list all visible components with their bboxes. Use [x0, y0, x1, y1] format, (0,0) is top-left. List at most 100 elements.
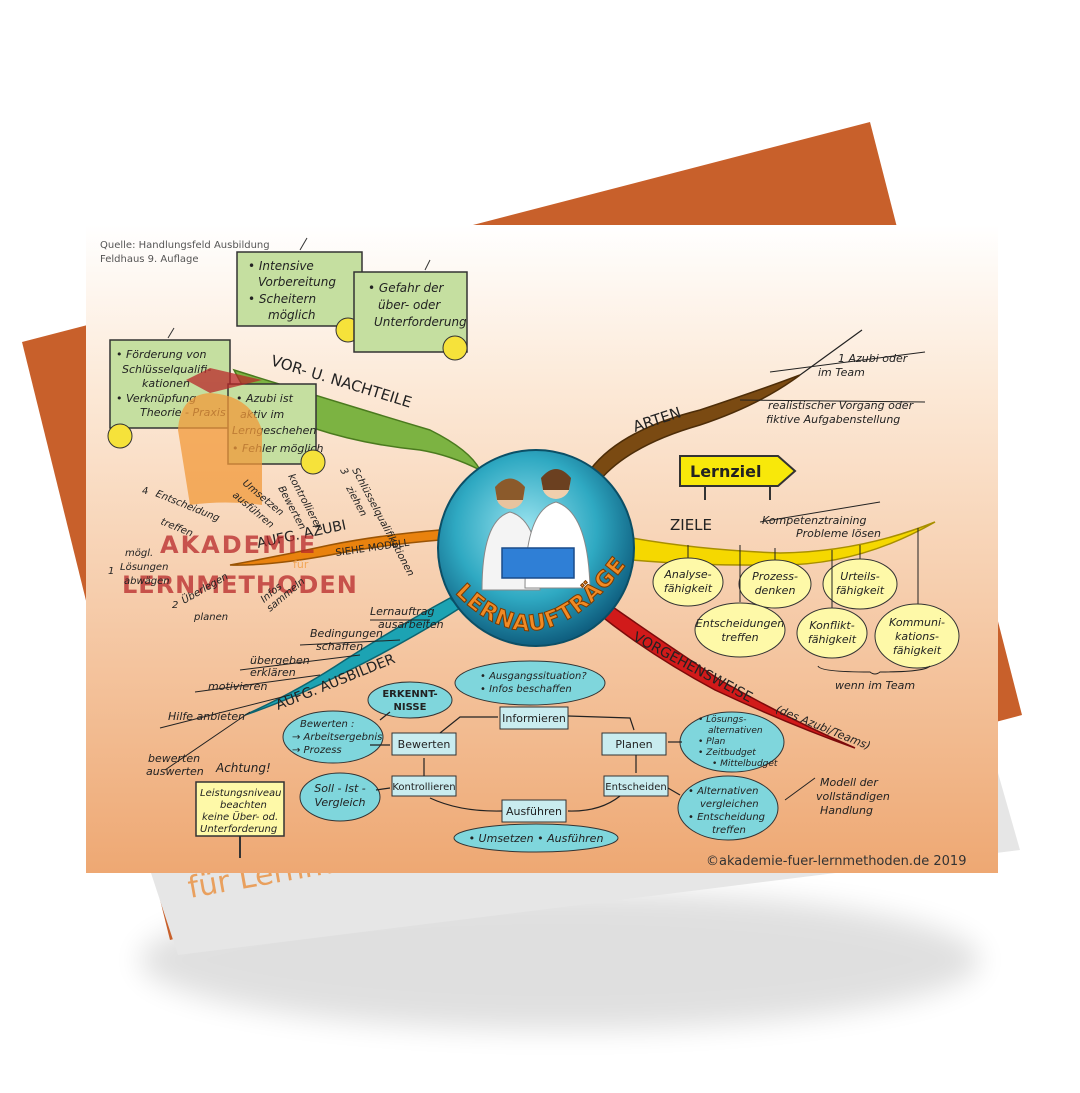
cloud-alternativen	[677, 775, 779, 841]
oval-entsch-l2: treffen	[721, 631, 758, 644]
azubi-s6b: planen	[193, 612, 228, 623]
watermark-line-1: AKADEMIE	[160, 531, 317, 559]
umsetzen-label: • Umsetzen • Ausführen	[469, 832, 604, 845]
cloud-soll-ist	[299, 772, 381, 822]
copyright: ©akademie-fuer-lernmethoden.de 2019	[706, 854, 966, 869]
loes-l2: alternativen	[708, 726, 763, 736]
bew-cloud-l1: Bewerten :	[300, 719, 354, 730]
oval-konflikt: Konflikt- fähigkeit	[796, 550, 868, 659]
ausb-hilfe: Hilfe anbieten	[168, 710, 245, 723]
watermark-logo: AKADEMIE für LERNMETHODEN	[122, 368, 357, 599]
note-g1-l1: • Intensive	[248, 259, 314, 273]
box-ausfuehren-label: Ausführen	[506, 805, 562, 818]
box-informieren	[499, 706, 569, 730]
azubi-s5b: Lösungen	[120, 562, 168, 573]
box-bewerten-label: Bewerten	[398, 738, 451, 751]
branch-ziele	[631, 521, 936, 566]
note-y1-l1: • Gefahr der	[368, 281, 445, 295]
ausgang-l2: • Infos beschaffen	[480, 684, 572, 695]
ziele-team: wenn im Team	[835, 679, 915, 692]
watermark-small: für	[293, 558, 309, 571]
azubi-num-3: 3	[337, 466, 350, 477]
oval-komm-l3: fähigkeit	[893, 644, 942, 657]
oval-urteils-l1: Urteils-	[840, 570, 879, 583]
oval-analyse-l2: fähigkeit	[664, 582, 713, 595]
note-g1-l3: • Scheitern	[248, 292, 316, 306]
ausb-schaffen: schaffen	[316, 640, 363, 653]
ausb-ausarbeiten: ausarbeiten	[378, 618, 444, 631]
source-line-2: Feldhaus 9. Auflage	[100, 254, 199, 265]
ausb-uebergeben: übergeben	[250, 654, 310, 667]
erkenntnisse-l1: ERKENNT-	[382, 689, 437, 700]
achtung-l2: beachten	[220, 800, 267, 811]
oval-komm-l2: kations-	[895, 630, 939, 643]
loes-l3: • Plan	[698, 737, 726, 747]
tablet-icon	[501, 547, 575, 579]
oval-analyse-l1: Analyse-	[663, 568, 711, 581]
achtung-l1: Leistungsniveau	[200, 788, 282, 799]
achtung-l3: keine Über- od.	[202, 810, 278, 823]
cloud-ausgang	[454, 660, 606, 706]
azubi-s5: mögl.	[125, 548, 153, 559]
azubi-s5c: abwägen	[124, 576, 170, 587]
note-g3-l1: • Azubi ist	[236, 392, 294, 405]
oval-prozess-l2: denken	[755, 584, 796, 597]
soll-ist-l2: Vergleich	[314, 796, 365, 809]
graduation-cap-icon	[186, 368, 262, 393]
oval-analyse: Analyse- fähigkeit	[652, 545, 724, 607]
ausb-bewerten: bewerten	[148, 752, 200, 765]
soll-ist-l1: Soll - Ist -	[314, 782, 366, 795]
alt-l2: vergleichen	[700, 799, 759, 810]
note-g2-l2: Schlüsselqualifi-	[122, 363, 211, 376]
model-diagram: • Ausgangssituation? • Infos beschaffen …	[282, 660, 890, 853]
note-g1-l2: Vorbereitung	[258, 275, 336, 289]
center-node: LERNAUFTRÄGE	[437, 449, 635, 647]
loes-l5: • Mittelbudget	[712, 759, 778, 769]
oval-konflikt-l2: fähigkeit	[808, 633, 857, 646]
arten-1b: im Team	[818, 366, 865, 379]
note-green-1: • Intensive Vorbereitung • Scheitern mög…	[236, 237, 363, 343]
box-entscheiden	[603, 775, 669, 797]
box-informieren-label: Informieren	[502, 712, 566, 725]
arten-2b: fiktive Aufgabenstellung	[766, 413, 900, 426]
note-g2-l3: kationen	[142, 377, 190, 390]
ausbilder-tasks: Lernauftrag ausarbeiten Bedingungen scha…	[146, 605, 444, 778]
arten-2a: realistischer Vorgang oder	[768, 399, 915, 412]
lernziel-sign: Lernziel	[679, 455, 797, 500]
ausb-motivieren: motivieren	[208, 680, 267, 693]
alt-l4: treffen	[712, 825, 746, 836]
ausb-lernauftrag: Lernauftrag	[370, 605, 435, 618]
note-y1-l3: Unterforderung	[374, 315, 467, 329]
note-g1-l4: möglich	[268, 308, 316, 322]
sad-face-icon-2	[442, 335, 468, 361]
azubi-num-5: 1	[108, 566, 114, 577]
box-planen	[601, 732, 667, 756]
achtung-sign: Achtung! Leistungsniveau beachten keine …	[195, 761, 285, 858]
oval-urteils: Urteils- fähigkeit	[822, 545, 898, 610]
branch-vorgehensweise	[598, 604, 856, 749]
box-bewerten	[391, 732, 457, 756]
cloud-umsetzen	[453, 823, 619, 853]
alt-l1: • Alternativen	[688, 786, 758, 797]
loes-l1: • Lösungs-	[698, 715, 746, 725]
oval-urteils-l2: fähigkeit	[836, 584, 885, 597]
smiley-icon	[107, 423, 133, 449]
bew-cloud-l2: → Arbeitsergebnis	[292, 732, 382, 743]
loes-l4: • Zeitbudget	[698, 748, 756, 758]
oval-kommunikation: Kommuni- kations- fähigkeit	[874, 528, 960, 669]
smiley-icon-2	[300, 449, 326, 475]
ziele-kompetenz2: Probleme lösen	[796, 527, 881, 540]
achtung-l4: Unterforderung	[200, 824, 277, 835]
ausb-erklaeren: erklären	[250, 666, 296, 679]
bew-cloud-l3: → Prozess	[292, 745, 342, 756]
note-yellow-1: • Gefahr der über- oder Unterforderung	[353, 259, 468, 361]
source-line-1: Quelle: Handlungsfeld Ausbildung	[100, 240, 270, 251]
arten-1a: 1 Azubi oder	[838, 352, 909, 365]
label-ziele: ZIELE	[670, 516, 712, 534]
nurses-illustration	[481, 469, 591, 591]
box-kontrollieren-label: Kontrollieren	[392, 782, 455, 793]
lernziel-label: Lernziel	[690, 462, 761, 481]
modell-l1: Modell der	[820, 776, 879, 789]
azubi-num-2: 2	[172, 600, 178, 611]
